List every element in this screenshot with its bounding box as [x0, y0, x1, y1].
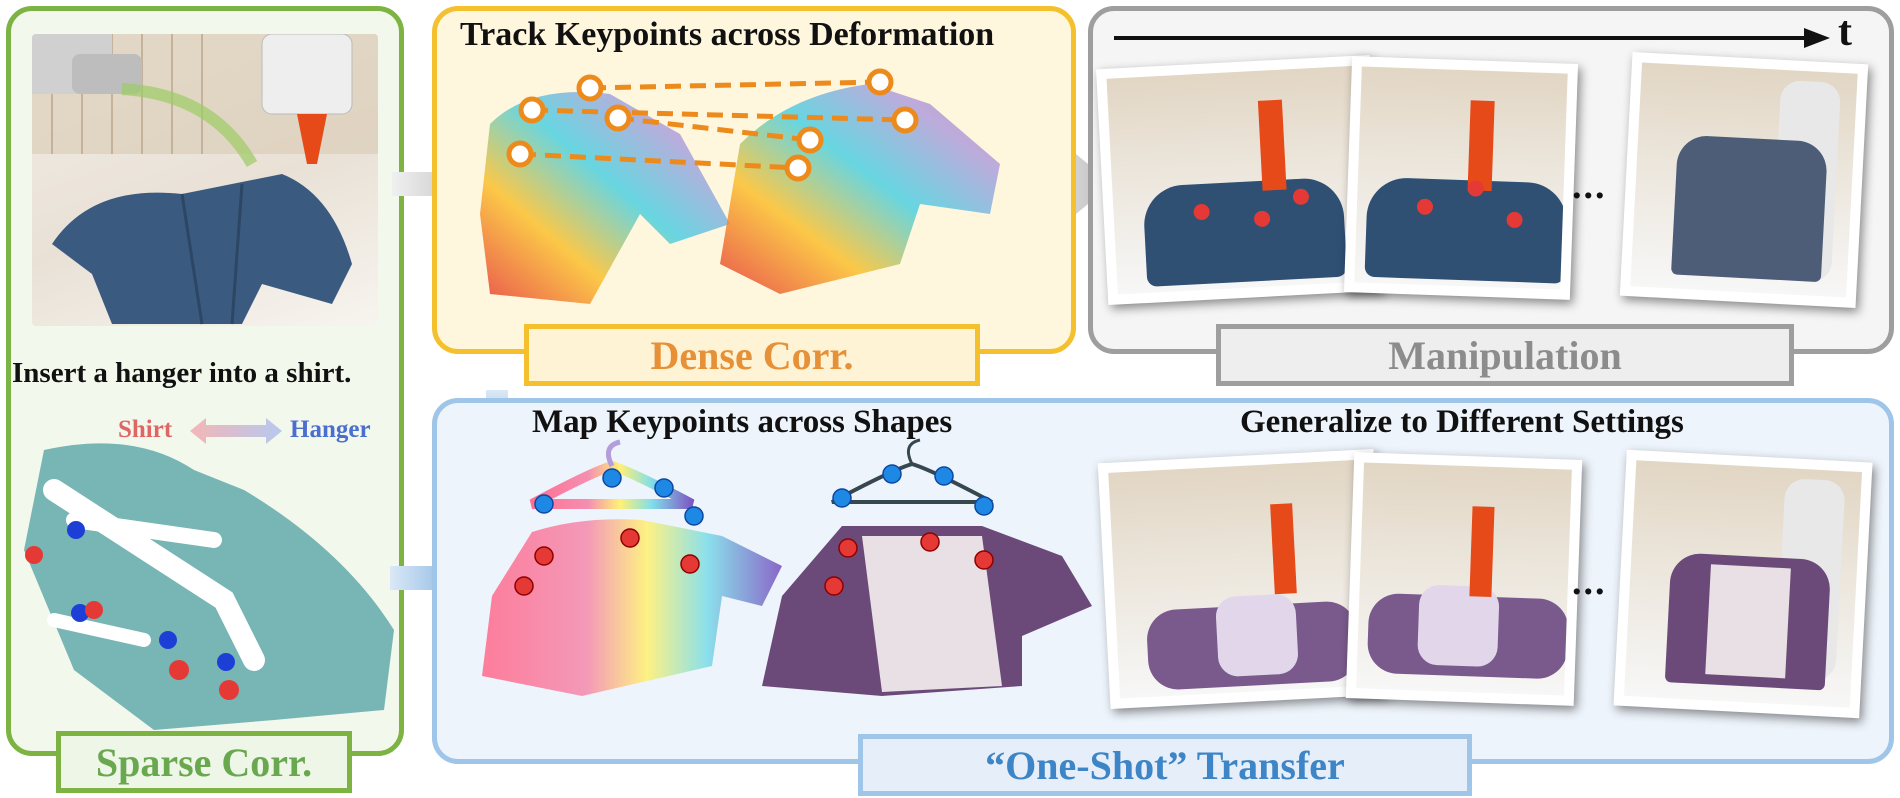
robot-jacket-drawing — [32, 34, 378, 325]
transfer-photo-1 — [1097, 448, 1387, 710]
transfer-label: “One-Shot” Transfer — [858, 734, 1472, 796]
sparse-corr-label: Sparse Corr. — [56, 731, 352, 793]
transfer-title-left: Map Keypoints across Shapes — [532, 404, 953, 440]
sparse-point-cloud — [24, 443, 394, 730]
legend-shirt-label: Shirt — [118, 416, 173, 443]
shape-mapping-drawing — [482, 438, 1092, 696]
manipulation-photo-1 — [1096, 54, 1382, 306]
manipulation-ellipsis: ... — [1572, 165, 1607, 207]
time-axis-arrow-icon — [1114, 28, 1830, 48]
manipulation-label: Manipulation — [1216, 324, 1794, 386]
manipulation-photo-2 — [1343, 56, 1579, 300]
legend-double-arrow-icon — [190, 418, 282, 444]
transfer-ellipsis: ... — [1572, 561, 1607, 603]
transfer-title-right: Generalize to Different Settings — [1240, 404, 1684, 440]
transfer-photo-3 — [1613, 449, 1873, 719]
robot-jacket-photo — [32, 34, 378, 326]
dense-corr-label: Dense Corr. — [524, 324, 980, 386]
dense-corr-title: Track Keypoints across Deformation — [460, 16, 995, 53]
instruction-text: Insert a hanger into a shirt. — [12, 357, 352, 389]
transfer-photo-2 — [1345, 452, 1583, 706]
dense-point-clouds — [480, 68, 1000, 304]
legend-hanger-label: Hanger — [290, 416, 371, 443]
time-axis-label: t — [1838, 9, 1852, 55]
manipulation-photo-3 — [1619, 51, 1869, 309]
